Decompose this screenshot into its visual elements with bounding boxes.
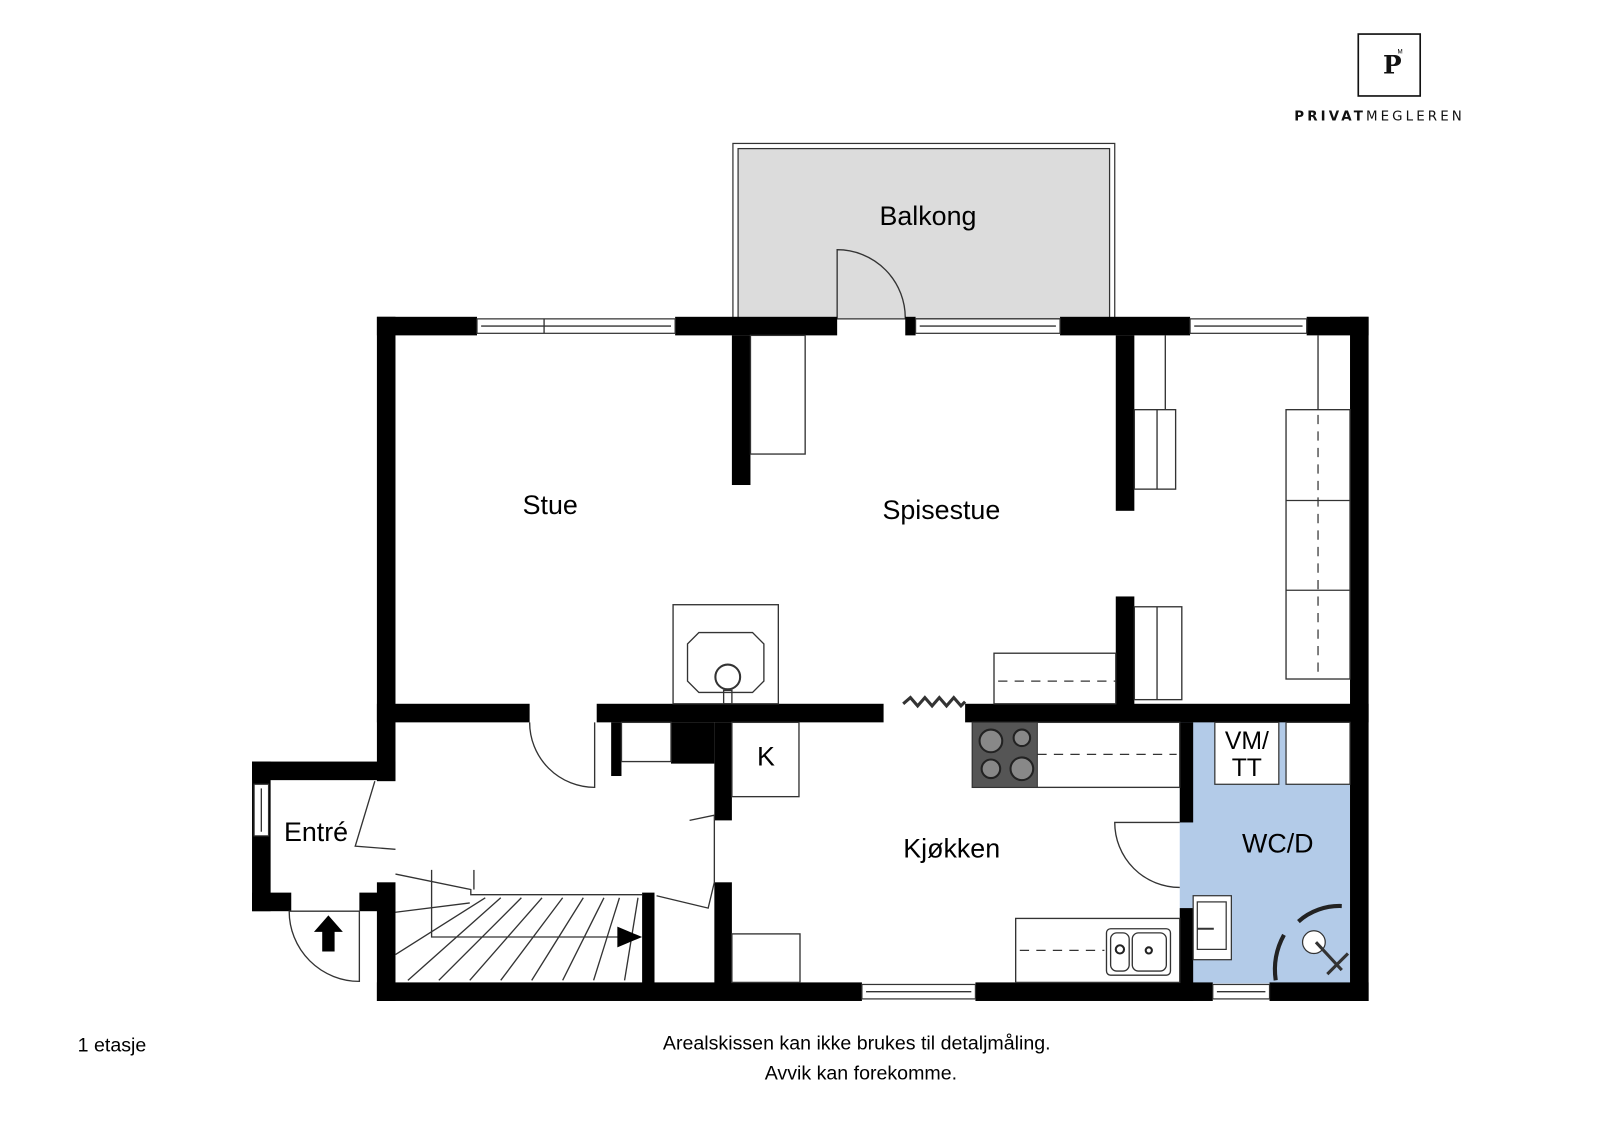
toilet-icon bbox=[1301, 930, 1350, 976]
room-label-balcony: Balkong bbox=[879, 201, 976, 231]
window-icon bbox=[861, 983, 977, 1000]
entrance-door-swing-icon bbox=[288, 910, 361, 983]
stove-icon bbox=[971, 721, 1038, 788]
balcony-area bbox=[737, 147, 1111, 320]
door-swing-icon bbox=[836, 249, 906, 319]
sofa bbox=[1285, 409, 1351, 680]
entrance-arrow-icon bbox=[313, 915, 343, 952]
stair-direction-arrow-icon bbox=[617, 926, 643, 948]
brand-name-light: MEGLEREN bbox=[1366, 110, 1465, 125]
cabinet bbox=[749, 334, 806, 455]
window-icon bbox=[914, 318, 1061, 334]
window-icon bbox=[253, 783, 270, 837]
washer-dryer bbox=[1214, 721, 1280, 785]
room-label-laundry-line1: VM/ bbox=[1225, 728, 1269, 755]
kitchen-fixtures bbox=[731, 721, 1181, 984]
room-label-dining: Spisestue bbox=[882, 495, 1000, 525]
brand-logo: P M PRIVATMEGLEREN bbox=[1294, 33, 1465, 125]
logo-letter: P bbox=[1383, 50, 1402, 79]
bathroom-fixtures: VM/ TT bbox=[1192, 721, 1351, 981]
room-label-kitchen: Kjøkken bbox=[903, 834, 1000, 864]
room-label-entrance: Entré bbox=[284, 817, 348, 847]
room-label-living: Stue bbox=[523, 490, 578, 520]
logo-box bbox=[1357, 33, 1422, 97]
shelf bbox=[1133, 606, 1183, 701]
furniture bbox=[672, 334, 1351, 709]
door-swing-icon bbox=[1114, 821, 1180, 889]
walls bbox=[252, 316, 1369, 1001]
disclaimer-line2: Avvik kan forekomme. bbox=[765, 1062, 957, 1084]
room-label-bathroom: WC/D bbox=[1242, 828, 1314, 858]
window-icon bbox=[476, 318, 676, 334]
door-swing-icon bbox=[354, 780, 396, 850]
kitchen-sink-icon bbox=[1105, 928, 1172, 976]
disclaimer-line1: Arealskissen kan ikke brukes til detaljm… bbox=[663, 1032, 1051, 1054]
windows bbox=[253, 318, 1308, 1000]
shower-icon bbox=[1272, 903, 1342, 981]
window-icon bbox=[1212, 983, 1271, 1000]
counter bbox=[993, 652, 1117, 705]
fireplace-icon bbox=[672, 604, 780, 705]
floor-label: 1 etasje bbox=[78, 1035, 147, 1057]
closet bbox=[731, 721, 800, 798]
bathroom-sink-icon bbox=[1192, 895, 1232, 961]
room-label-laundry-line2: TT bbox=[1232, 755, 1262, 782]
door-swing-icon bbox=[528, 722, 596, 789]
balcony: Balkong bbox=[732, 142, 1116, 320]
folding-door-icon bbox=[902, 695, 967, 709]
brand-name-bold: PRIVAT bbox=[1294, 110, 1366, 125]
brand-name: PRIVATMEGLEREN bbox=[1294, 110, 1465, 125]
room-label-closet: K bbox=[757, 742, 775, 772]
shelf bbox=[1133, 409, 1177, 490]
staircase bbox=[395, 869, 643, 981]
logo-mark: M bbox=[1397, 49, 1402, 56]
window-icon bbox=[1189, 318, 1308, 334]
door-swing-icon bbox=[656, 814, 716, 909]
